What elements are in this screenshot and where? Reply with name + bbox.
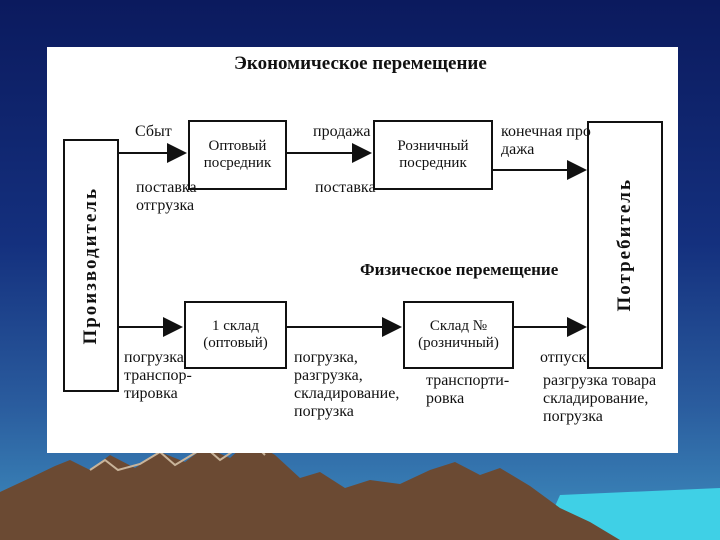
diagram-slide: Экономическое перемещение Производитель … [47,47,678,453]
label-supply-shipment: поставка отгрузка [136,179,197,214]
physical-movement-subtitle: Физическое перемещение [360,260,559,279]
mountain-range [0,440,620,540]
warehouse-n-box: Склад № (розничный) [403,301,514,369]
label-final-sale: конечная про дажа [501,123,591,158]
producer-box: Производитель [63,139,119,392]
producer-label: Производитель [80,186,101,345]
consumer-label: Потребитель [614,178,635,312]
label-loading-unloading-storage: погрузка, разгрузка, складирование, погр… [294,349,400,420]
consumer-box: Потребитель [587,121,663,369]
label-supply: поставка [315,179,376,196]
label-sbyt: Сбыт [135,123,172,140]
label-loading-transport: погрузка транспор- тировка [124,349,192,402]
retail-intermediary-box: Розничный посредник [373,120,493,190]
label-transportation: транспорти- ровка [426,372,510,407]
warehouse-1-box: 1 склад (оптовый) [184,301,287,369]
label-prodazha: продажа [313,123,371,140]
flow-arrows [117,143,587,337]
diagram-title: Экономическое перемещение [234,53,487,74]
wholesale-intermediary-box: Оптовый посредник [188,120,287,190]
label-unloading-storage-loading: разгрузка товара складирование, погрузка [543,372,657,425]
label-release: отпуск [540,349,587,366]
